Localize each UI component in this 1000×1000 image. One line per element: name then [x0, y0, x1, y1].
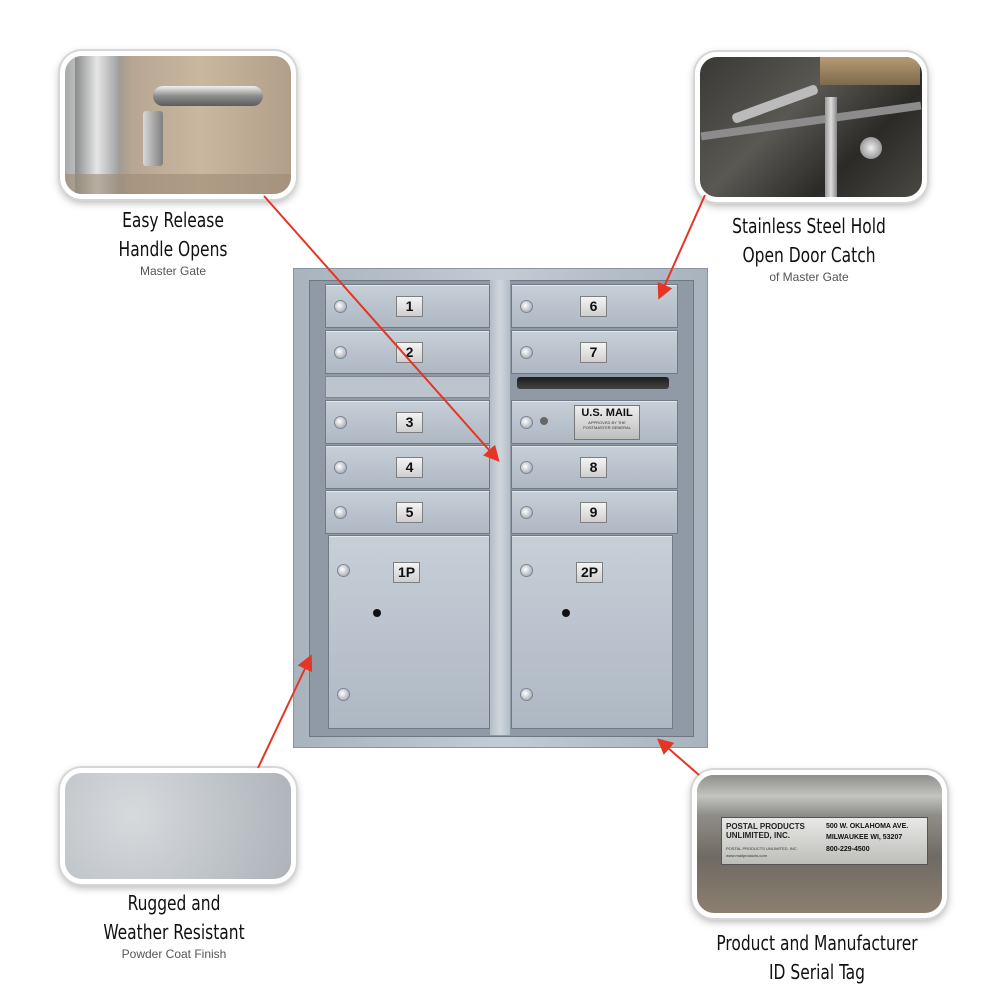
tag-company: POSTAL PRODUCTS UNLIMITED, INC.	[726, 822, 805, 840]
us-mail-plate: U.S. MAIL APPROVED BY THE POSTMASTER GEN…	[574, 405, 640, 440]
caption-finish-line2: Weather Resistant	[103, 920, 245, 944]
door-number: 9	[580, 502, 607, 523]
outgoing-mail-door[interactable]: U.S. MAIL APPROVED BY THE POSTMASTER GEN…	[511, 400, 678, 444]
door-number: 5	[396, 502, 423, 523]
tag-fine-print-2: www.mailproducts.com	[726, 853, 767, 858]
us-mail-sublabel: APPROVED BY THE POSTMASTER GENERAL	[583, 420, 631, 430]
door-number: 4	[396, 457, 423, 478]
door-4[interactable]: 4	[325, 445, 490, 489]
caption-catch-sub: of Master Gate	[769, 270, 849, 284]
tag-phone: 800-229-4500	[826, 846, 870, 853]
caption-tag-line1: Product and Manufacturer	[716, 931, 918, 955]
parcel-door-number: 1P	[393, 562, 420, 583]
door-number: 3	[396, 412, 423, 433]
arrow-tag	[656, 738, 700, 776]
powder-coat-photo	[60, 768, 296, 884]
arrow-finish	[257, 654, 313, 769]
arrow-handle	[263, 195, 500, 462]
tag-address-2: MILWAUKEE WI, 53207	[826, 834, 903, 841]
caption-handle-sub: Master Gate	[139, 264, 207, 278]
parcel-door-number: 2P	[576, 562, 603, 583]
caption-handle-line1: Easy Release	[122, 208, 224, 232]
door-3[interactable]: 3	[325, 400, 490, 444]
door-number: 2	[396, 342, 423, 363]
tag-address-1: 500 W. OKLAHOMA AVE.	[826, 823, 909, 830]
caption-finish-line1: Rugged and	[127, 891, 221, 915]
door-6[interactable]: 6	[511, 284, 678, 328]
mailbox-unit: 1 2 3 4 5 1P 6 7 U.S. MAIL APPROVED BY T…	[293, 268, 708, 748]
caption-catch-line1: Stainless Steel Hold	[732, 214, 886, 238]
outgoing-mail-slot[interactable]	[517, 377, 669, 389]
caption-handle-line2: Handle Opens	[118, 237, 228, 261]
serial-tag-photo: POSTAL PRODUCTS UNLIMITED, INC. 500 W. O…	[692, 770, 947, 918]
caption-tag-line2: ID Serial Tag	[768, 960, 865, 984]
tag-fine-print-1: POSTAL PRODUCTS UNLIMITED, INC.	[726, 846, 798, 851]
door-number: 6	[580, 296, 607, 317]
arrow-catch	[657, 194, 706, 300]
door-1[interactable]: 1	[325, 284, 490, 328]
parcel-door-2p[interactable]: 2P	[511, 535, 673, 729]
parcel-door-1p[interactable]: 1P	[328, 535, 490, 729]
handle-photo	[60, 51, 296, 199]
door-5[interactable]: 5	[325, 490, 490, 534]
caption-catch-line2: Open Door Catch	[742, 243, 876, 267]
serial-tag-plate: POSTAL PRODUCTS UNLIMITED, INC. 500 W. O…	[721, 817, 928, 865]
door-8[interactable]: 8	[511, 445, 678, 489]
door-number: 8	[580, 457, 607, 478]
caption-catch: Stainless Steel Hold Open Door Catch of …	[674, 212, 944, 284]
door-9[interactable]: 9	[511, 490, 678, 534]
us-mail-label: U.S. MAIL	[581, 407, 633, 419]
door-number: 7	[580, 342, 607, 363]
door-catch-photo	[695, 52, 927, 202]
caption-tag: Product and Manufacturer ID Serial Tag	[656, 929, 978, 987]
door-number: 1	[396, 296, 423, 317]
door-7[interactable]: 7	[511, 330, 678, 374]
door-2[interactable]: 2	[325, 330, 490, 374]
caption-finish-sub: Powder Coat Finish	[121, 947, 227, 961]
caption-handle: Easy Release Handle Opens Master Gate	[48, 206, 298, 278]
caption-finish: Rugged and Weather Resistant Powder Coat…	[34, 889, 314, 961]
